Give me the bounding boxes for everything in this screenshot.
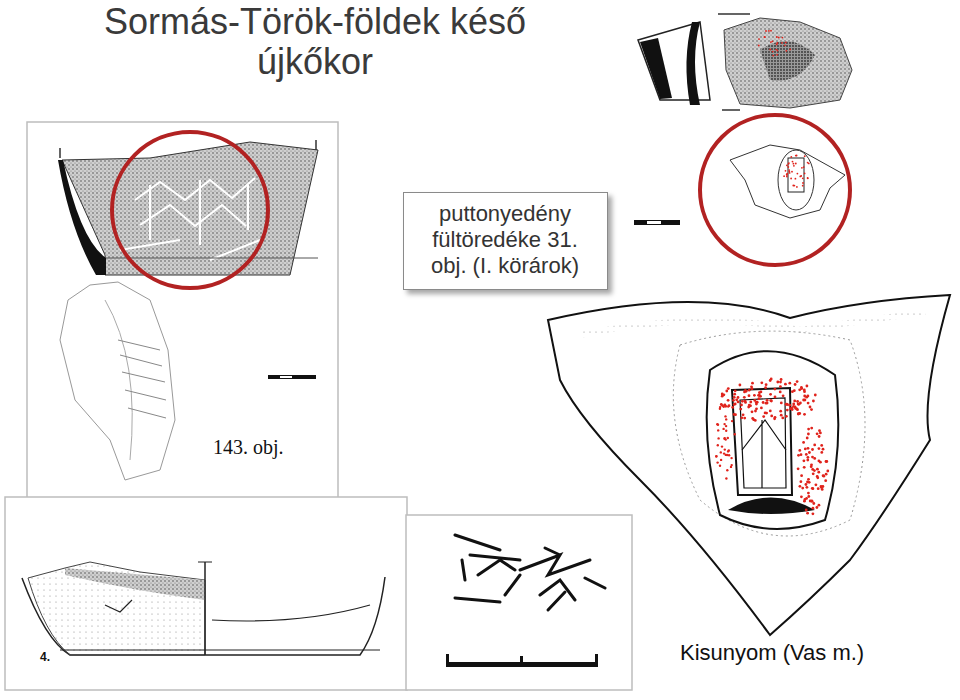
callout-text: puttonyedény fültöredéke 31. obj. (I. kö… bbox=[412, 201, 599, 279]
bowl-panel bbox=[27, 122, 338, 505]
vessel-profile-panel bbox=[5, 497, 407, 690]
incised-pattern-panel bbox=[406, 515, 632, 690]
handle-fragment-drawings bbox=[634, 14, 852, 265]
slide-title: Sormás-Török-földek késő újkőkor bbox=[95, 2, 535, 82]
figure-number: 4. bbox=[40, 650, 50, 664]
object-number: 143. obj. bbox=[213, 436, 284, 459]
callout-box: puttonyedény fültöredéke 31. obj. (I. kö… bbox=[403, 192, 608, 290]
site-name: Kisunyom (Vas m.) bbox=[680, 640, 864, 666]
